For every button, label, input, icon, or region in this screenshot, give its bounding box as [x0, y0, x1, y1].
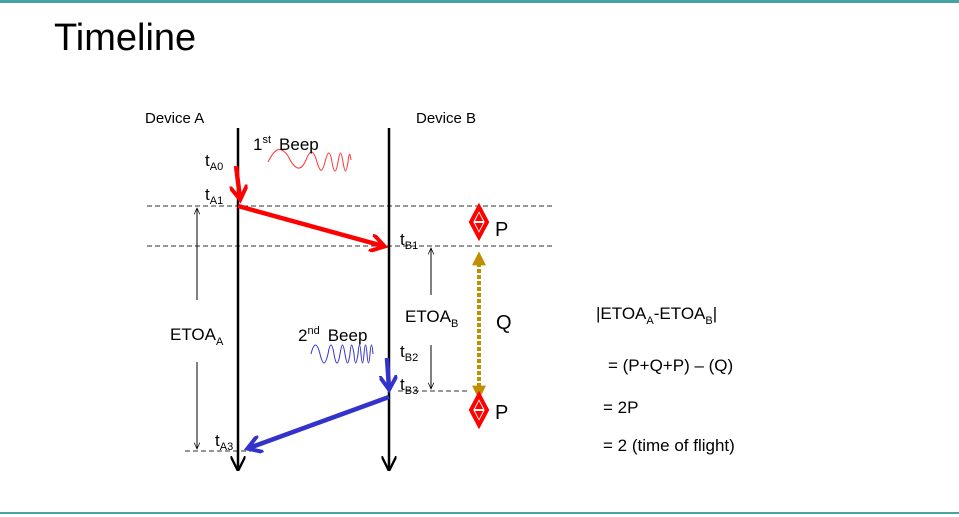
equation-line-2: = (P+Q+P) – (Q)	[608, 356, 733, 375]
beep-2-waveform	[310, 344, 374, 364]
red-arrow-transmit	[237, 203, 383, 246]
p-bottom-label: P	[495, 402, 508, 424]
slide-title: Timeline	[54, 17, 197, 59]
p-top-diamond	[468, 202, 490, 242]
bottom-accent-bar	[0, 512, 959, 514]
q-label: Q	[496, 312, 512, 334]
t-b3-label: tB3	[400, 375, 418, 397]
t-b1-label: tB1	[400, 230, 418, 252]
top-accent-bar	[0, 0, 959, 3]
etoa-b-label: ETOAB	[405, 307, 458, 330]
equation-line-1: |ETOAA-ETOAB|	[596, 304, 717, 327]
equation-line-3: = 2P	[603, 398, 638, 417]
etoa-a-label: ETOAA	[170, 325, 224, 348]
blue-arrow-transmit	[249, 394, 390, 448]
p-bottom-diamond	[468, 390, 490, 430]
t-a1-label: tA1	[205, 185, 223, 207]
red-arrow-short	[236, 165, 240, 198]
beep-1-waveform	[267, 148, 352, 172]
device-a-label: Device A	[145, 110, 204, 127]
t-b2-label: tB2	[400, 342, 418, 364]
t-a3-label: tA3	[215, 431, 233, 453]
equation-line-4: = 2 (time of flight)	[603, 436, 735, 455]
blue-arrow-short	[387, 357, 389, 388]
device-b-label: Device B	[416, 110, 476, 127]
t-a0-label: tA0	[205, 151, 223, 173]
p-top-label: P	[495, 219, 508, 241]
